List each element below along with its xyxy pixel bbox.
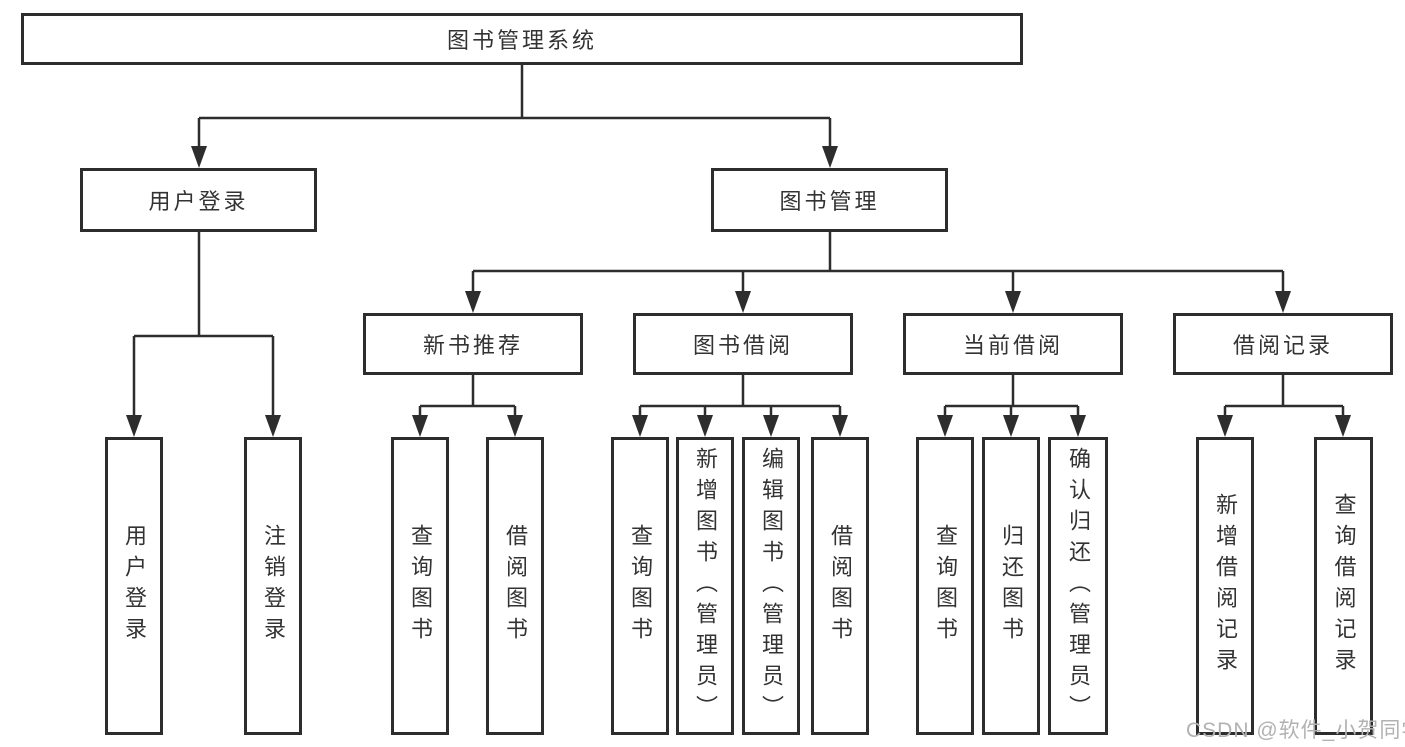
arrowhead [697,415,713,437]
leaf-label: 确认归还（管理员） [1066,446,1091,726]
leaf-label: 编辑图书（管理员） [759,446,784,726]
connector-root-stem [199,65,830,120]
leaf-label: 注销登录 [261,524,286,648]
node-book-management: 图书管理 [711,168,948,232]
connector-current-stem [945,375,1078,408]
leaf-query-borrow-record: 查询借阅记录 [1314,437,1373,735]
node-new-book-recommend: 新书推荐 [363,313,583,375]
leaf-borrow-books: 借阅图书 [811,437,869,735]
arrowhead [1275,291,1291,313]
leaf-label: 新增借阅记录 [1213,493,1238,679]
node-book-borrow: 图书借阅 [633,313,853,375]
leaf-label: 查询图书 [408,524,433,648]
leaf-logout: 注销登录 [244,437,302,735]
leaf-add-borrow-record: 新增借阅记录 [1196,437,1254,735]
arrowhead [735,291,751,313]
connector-mgmt-stem [473,232,1283,273]
connector-borrow-stem [640,375,840,408]
leaf-query-books-recommend: 查询图书 [391,437,449,735]
node-label: 图书借阅 [692,333,793,358]
leaf-label: 归还图书 [999,524,1024,648]
leaf-label: 借阅图书 [828,524,853,648]
arrowhead [465,291,481,313]
leaf-edit-books-admin: 编辑图书（管理员） [742,437,800,735]
node-user-login: 用户登录 [80,168,317,232]
arrowhead [507,415,523,437]
arrowhead [1003,415,1019,437]
csdn-watermark: CSDN @软件_小贺同学 [1186,719,1405,742]
node-label: 借阅记录 [1232,333,1333,358]
leaf-label: 新增图书（管理员） [693,446,718,726]
leaf-query-books-current: 查询图书 [916,437,974,735]
arrowhead [265,415,281,437]
node-library-management-system: 图书管理系统 [21,13,1023,65]
leaf-label: 查询图书 [933,524,958,648]
arrowhead [191,146,207,168]
node-label: 当前借阅 [962,333,1063,358]
node-label: 新书推荐 [422,333,523,358]
leaf-borrow-books-recommend: 借阅图书 [486,437,544,735]
connector-newrec-stem [420,375,515,408]
arrowhead [1005,291,1021,313]
arrowhead [632,415,648,437]
connector-records-stem [1225,375,1343,408]
node-label: 图书管理 [779,189,880,214]
leaf-label: 查询借阅记录 [1331,493,1357,679]
arrowhead [1070,415,1086,437]
leaf-user-login: 用户登录 [105,437,163,735]
leaf-query-books-borrow: 查询图书 [611,437,669,735]
node-label: 图书管理系统 [446,28,597,53]
leaf-label: 查询图书 [628,524,653,648]
leaf-label: 用户登录 [122,524,147,648]
node-label: 用户登录 [148,189,249,214]
arrowhead [1335,415,1351,437]
node-current-borrow: 当前借阅 [903,313,1123,375]
arrowhead [832,415,848,437]
leaf-confirm-return-admin: 确认归还（管理员） [1048,437,1108,735]
arrowhead [763,415,779,437]
leaf-add-books-admin: 新增图书（管理员） [676,437,734,735]
arrowhead [126,415,142,437]
leaf-return-books: 归还图书 [982,437,1040,735]
leaf-label: 借阅图书 [503,524,528,648]
arrowhead [1217,415,1233,437]
arrowhead [822,146,838,168]
arrowhead [937,415,953,437]
arrowhead [412,415,428,437]
node-borrow-records: 借阅记录 [1173,313,1393,375]
connector-user-stem [134,232,273,338]
